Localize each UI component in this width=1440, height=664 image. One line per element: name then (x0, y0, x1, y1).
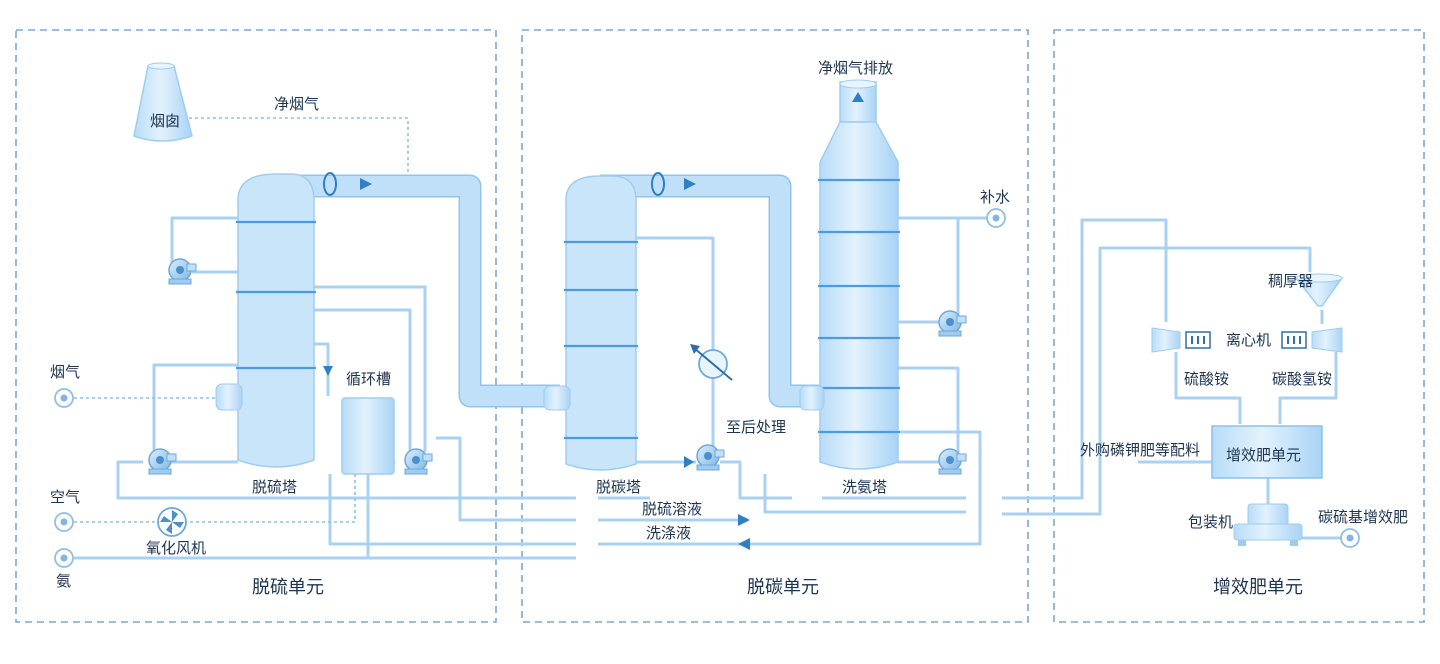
fertilizer-section-title: 增效肥单元 (1213, 577, 1303, 598)
decarbonization-tower (543, 175, 638, 471)
duct-valve-1 (323, 172, 337, 196)
fan-icon (157, 507, 187, 537)
air-source-icon (54, 512, 74, 532)
centrifuge-icon (1281, 327, 1343, 353)
decarbonization-tower-label: 脱碳塔 (596, 478, 641, 496)
pump-icon (696, 444, 725, 471)
clean-flue-gas-label: 净烟气 (274, 95, 319, 113)
decarbonization-frame (521, 29, 1029, 623)
pump-icon (938, 310, 967, 337)
circulation-tank-label: 循环槽 (346, 370, 391, 388)
gas-ducts (280, 174, 820, 408)
flow-arrow-washing (738, 538, 750, 550)
ammonia-label: 氨 (56, 572, 71, 590)
desulfurization-tower-label: 脱硫塔 (252, 478, 297, 496)
gas-arrow-1 (360, 178, 372, 190)
pump-icon (168, 258, 197, 285)
gas-arrow-2 (684, 178, 696, 190)
ammonia-wash-tower (799, 79, 900, 470)
fertilizer-unit-box (1211, 425, 1323, 479)
flue-gas-source-icon (54, 388, 74, 408)
packing-machine (1233, 503, 1303, 546)
liquid-pipes (74, 117, 1342, 560)
product-output-icon (1340, 528, 1360, 548)
decarbonization-section-title: 脱碳单元 (747, 577, 819, 598)
desulfurization-frame (15, 29, 497, 623)
thickener-label: 稠厚器 (1268, 272, 1313, 290)
packing-machine-label: 包装机 (1188, 513, 1233, 531)
duct-valve-2 (651, 172, 665, 196)
pump-icon (404, 448, 433, 475)
ammonium-sulfate-label: 硫酸铵 (1184, 370, 1229, 388)
product-label: 碳硫基增效肥 (1318, 508, 1408, 526)
flue-gas-label: 烟气 (50, 363, 80, 381)
thickener (1294, 273, 1344, 307)
pump-icon (938, 448, 967, 475)
fertilizer-unit-box-label: 增效肥单元 (1226, 446, 1301, 464)
oxidation-fan-label: 氧化风机 (146, 539, 206, 557)
purchased-materials-label: 外购磷钾肥等配料 (1080, 441, 1200, 459)
centrifuge-icon (1151, 327, 1211, 353)
air-label: 空气 (50, 488, 80, 506)
desulfurization-solution-label: 脱硫溶液 (642, 500, 702, 518)
heat-exchanger-icon (690, 344, 733, 381)
centrifuge-label: 离心机 (1226, 331, 1271, 349)
to-post-treatment-label: 至后处理 (726, 418, 786, 436)
makeup-water-source-icon (986, 208, 1006, 228)
flow-arrow-tank (323, 366, 333, 376)
chimney (133, 62, 193, 142)
circulation-tank (341, 397, 395, 475)
chimney-label: 烟囱 (150, 112, 180, 130)
desulfurization-section-title: 脱硫单元 (252, 577, 324, 598)
fertilizer-frame (1053, 29, 1425, 623)
washing-liquid-label: 洗涤液 (646, 524, 691, 542)
flow-arrow-solution (738, 514, 750, 526)
flow-arrow-exchanger (684, 456, 694, 468)
ammonia-wash-tower-label: 洗氨塔 (842, 478, 887, 496)
clean-gas-discharge-label: 净烟气排放 (818, 59, 893, 77)
ammonia-source-icon (54, 548, 74, 568)
makeup-water-label: 补水 (980, 188, 1010, 206)
ammonium-bicarbonate-label: 碳酸氢铵 (1272, 370, 1332, 388)
desulfurization-tower (215, 173, 316, 468)
pump-icon (148, 448, 177, 475)
